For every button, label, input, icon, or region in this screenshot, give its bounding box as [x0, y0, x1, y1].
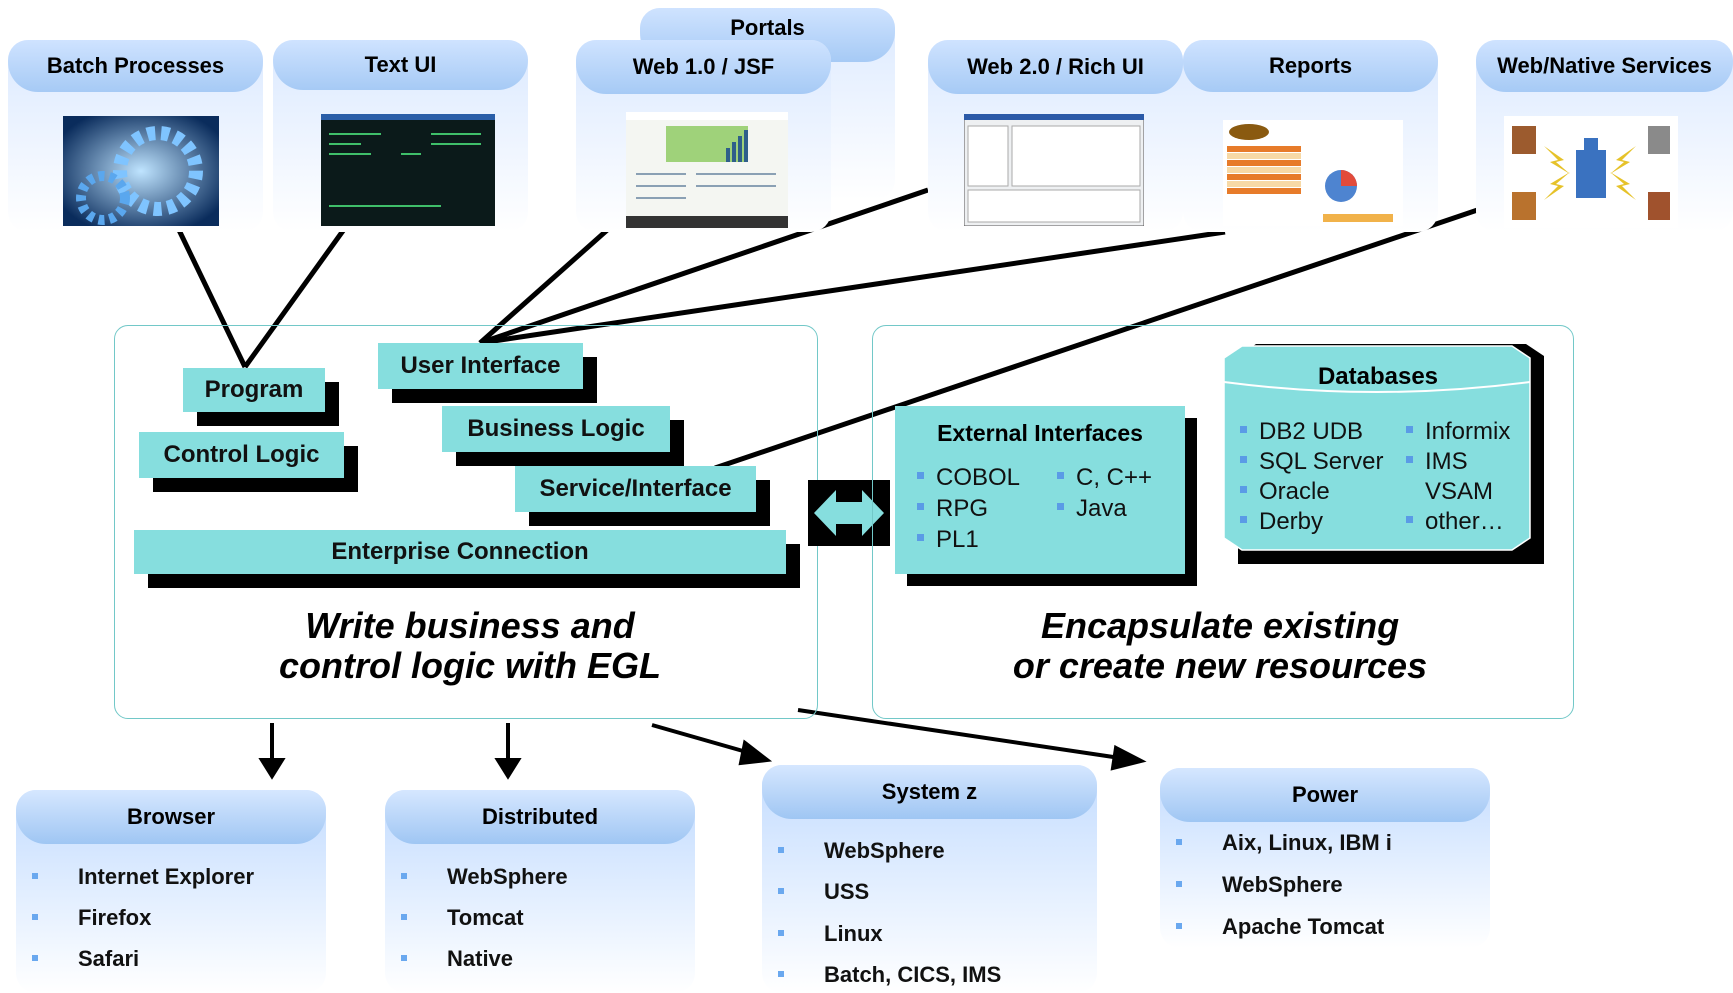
client-title: Web 1.0 / JSF	[576, 40, 831, 94]
platform-item: Native	[401, 946, 513, 972]
block-label: Program	[204, 376, 304, 403]
services-network-image	[1504, 116, 1678, 228]
enterprise-connection-block: Enterprise Connection	[134, 530, 786, 574]
db-item: other…	[1406, 508, 1504, 536]
platform-item: Linux	[778, 921, 883, 947]
client-title: Reports	[1183, 40, 1438, 92]
client-batch-processes: Batch Processes	[8, 40, 263, 232]
ext-item: Java	[1057, 495, 1127, 523]
db-item: SQL Server	[1240, 448, 1384, 476]
external-interfaces-title: External Interfaces	[937, 420, 1143, 446]
client-title: Web/Native Services	[1476, 40, 1733, 92]
service-interface-block: Service/Interface	[515, 466, 756, 512]
block-label: Control Logic	[163, 441, 320, 468]
db-item: VSAM	[1425, 478, 1494, 505]
platform-item: Batch, CICS, IMS	[778, 962, 1001, 988]
platform-item: WebSphere	[401, 864, 568, 890]
ext-item: PL1	[917, 526, 979, 554]
platform-item: Safari	[32, 946, 139, 972]
client-web20-rich-ui: Web 2.0 / Rich UI	[928, 40, 1183, 232]
db-item: Informix	[1406, 418, 1510, 446]
platform-title: Distributed	[385, 790, 695, 844]
right-caption-line1: Encapsulate existing	[1040, 605, 1400, 646]
database-cylinder-shape	[1223, 344, 1544, 564]
db-item: Derby	[1240, 508, 1323, 536]
resources-frame	[872, 325, 1574, 719]
web-page-screenshot-image	[626, 112, 788, 228]
business-logic-block: Business Logic	[442, 406, 670, 452]
ext-item: COBOL	[917, 464, 1020, 492]
platform-power: Power Aix, Linux, IBM i WebSphere Apache…	[1160, 768, 1490, 948]
block-label: Service/Interface	[539, 475, 732, 502]
platform-system-z: System z WebSphere USS Linux Batch, CICS…	[762, 765, 1097, 993]
platform-title: Browser	[16, 790, 326, 844]
platform-item: Tomcat	[401, 905, 524, 931]
platform-browser: Browser Internet Explorer Firefox Safari	[16, 790, 326, 993]
client-reports: Reports	[1183, 40, 1438, 232]
db-item: Oracle	[1240, 478, 1330, 506]
report-screenshot-image	[1223, 120, 1403, 226]
user-interface-block: User Interface	[378, 343, 583, 389]
platform-item: Aix, Linux, IBM i	[1176, 830, 1392, 856]
right-caption-line2: or create new resources	[1012, 645, 1428, 686]
terminal-screenshot-image	[321, 114, 495, 226]
double-arrow-icon	[808, 480, 890, 546]
client-title: Text UI	[273, 40, 528, 90]
rich-ui-screenshot-image	[964, 114, 1144, 226]
databases-title: Databases	[1317, 363, 1439, 390]
client-title: Web 2.0 / Rich UI	[928, 40, 1183, 94]
client-web-native-services: Web/Native Services	[1476, 40, 1733, 232]
program-block: Program	[183, 368, 325, 412]
db-item: IMS	[1406, 448, 1468, 476]
platform-distributed: Distributed WebSphere Tomcat Native	[385, 790, 695, 993]
client-title: Batch Processes	[8, 40, 263, 92]
platform-item: Firefox	[32, 905, 151, 931]
platform-title: System z	[762, 765, 1097, 819]
db-item: DB2 UDB	[1240, 418, 1363, 446]
platform-item: Internet Explorer	[32, 864, 254, 890]
platform-item: Apache Tomcat	[1176, 914, 1384, 940]
left-caption-line2: control logic with EGL	[279, 645, 661, 686]
ext-item: C, C++	[1057, 464, 1152, 492]
control-logic-block: Control Logic	[139, 432, 344, 478]
client-text-ui: Text UI	[273, 40, 528, 232]
platform-item: USS	[778, 879, 869, 905]
block-label: Business Logic	[467, 415, 645, 442]
gears-image	[63, 116, 219, 226]
ext-item: RPG	[917, 495, 988, 523]
platform-title: Power	[1160, 768, 1490, 822]
left-caption: Write business and control logic with EG…	[160, 606, 780, 686]
platform-item: WebSphere	[778, 838, 945, 864]
left-caption-line1: Write business and	[305, 605, 635, 646]
client-web10-jsf: Web 1.0 / JSF	[576, 40, 831, 232]
block-label: User Interface	[400, 352, 561, 379]
external-interfaces-box: External Interfaces COBOL RPG PL1 C, C++…	[895, 406, 1185, 574]
block-label: Enterprise Connection	[331, 538, 589, 565]
right-caption: Encapsulate existing or create new resou…	[920, 606, 1520, 686]
platform-item: WebSphere	[1176, 872, 1343, 898]
